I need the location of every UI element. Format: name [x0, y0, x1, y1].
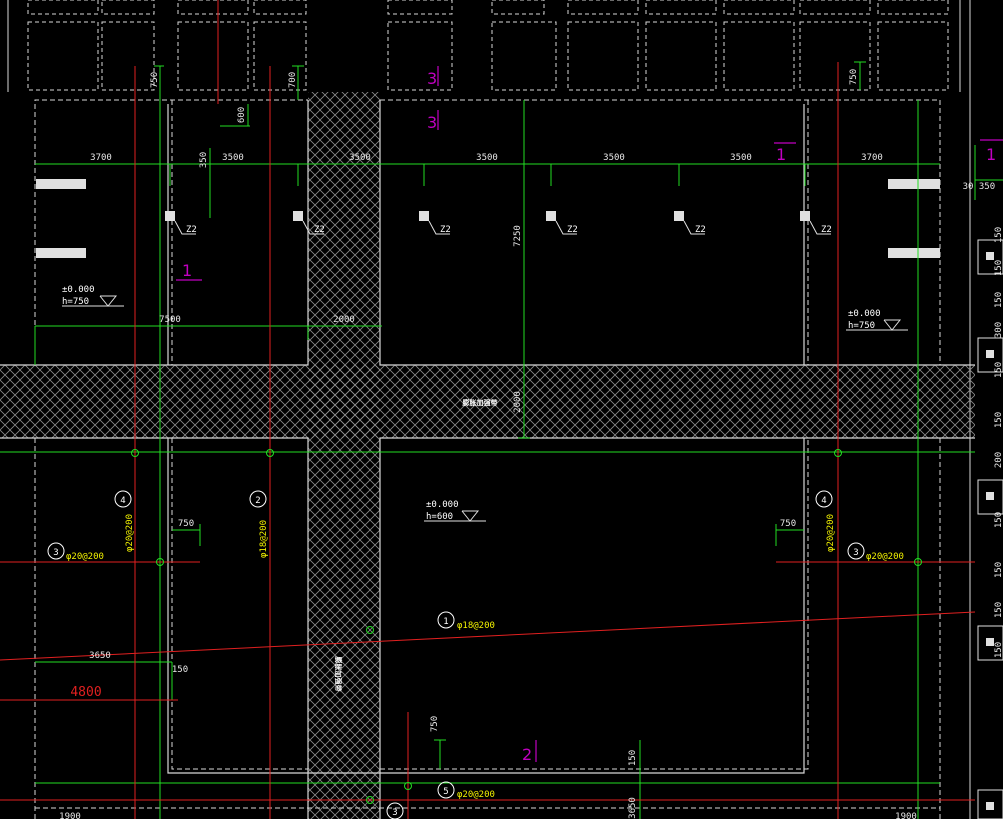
right-edge-markers	[977, 239, 1003, 819]
rebar-2-spec: φ18@200	[259, 520, 269, 558]
rebar-5-num: 5	[443, 787, 448, 797]
rebar-1-spec: φ18@200	[457, 621, 495, 631]
dim-750-right: 750	[849, 69, 859, 85]
dim-2000-v: 2000	[513, 391, 523, 413]
dim-750-bottom: 750	[430, 716, 440, 732]
column-tag-1: Z2	[314, 225, 325, 235]
horizontal-expansion-strip	[0, 365, 975, 438]
right-edge-dim-6: 200	[994, 452, 1003, 468]
rebar-mark-circles	[47, 490, 865, 819]
elev-right-h: h=750	[848, 321, 875, 331]
dim-top-5: 3500	[730, 153, 752, 163]
elev-center-level: ±0.000	[426, 500, 459, 510]
rebar-3b-num: 3	[392, 808, 397, 818]
section-1-right: 1	[776, 145, 786, 164]
right-edge-dim-4: 150	[994, 362, 1003, 378]
rebar-3l-num: 3	[53, 548, 58, 558]
right-edge-dim-8: 150	[994, 562, 1003, 578]
dim-top-3: 3500	[476, 153, 498, 163]
dim-4800: 4800	[70, 685, 101, 700]
strip-label-horizontal: 膨胀加强带	[462, 398, 498, 407]
right-edge-dim-3: 300	[994, 322, 1003, 338]
top-pile-cap-grid	[27, 0, 949, 91]
raft-outline-dashed	[34, 99, 941, 819]
column-tag-4: Z2	[695, 225, 706, 235]
section-1-far: 1	[986, 145, 996, 164]
elev-left-level: ±0.000	[62, 285, 95, 295]
right-edge-dim-1: 150	[994, 260, 1003, 276]
elev-center-h: h=600	[426, 512, 453, 522]
dim-1900-l: 1900	[59, 812, 81, 819]
rebar-5-spec: φ20@200	[457, 790, 495, 800]
dim-3650: 3650	[89, 651, 111, 661]
section-3a: 3	[427, 69, 437, 88]
rebar-4r-num: 4	[821, 496, 826, 506]
dim-top-0: 3700	[90, 153, 112, 163]
dim-150-bottom: 150	[628, 750, 638, 766]
rebar-4r-spec: φ20@200	[826, 514, 836, 552]
right-edge-dim-5: 150	[994, 412, 1003, 428]
column-tag-5: Z2	[821, 225, 832, 235]
right-edge-dim-10: 150	[994, 642, 1003, 658]
rebar-anchor-dots	[131, 449, 922, 804]
rebar-1-num: 1	[443, 617, 448, 627]
rebar-2-num: 2	[255, 496, 260, 506]
dim-right-30: 30	[963, 182, 974, 192]
rebar-4l-spec: φ20@200	[125, 514, 135, 552]
rebar-lines	[0, 0, 976, 819]
dim-top-2: 3500	[349, 153, 371, 163]
dimension-lines	[0, 61, 1003, 819]
right-edge-marker-fills	[986, 252, 994, 810]
section-3b: 3	[427, 113, 437, 132]
dim-7250: 7250	[513, 225, 523, 247]
rebar-3r-spec: φ20@200	[866, 552, 904, 562]
elev-right-level: ±0.000	[848, 309, 881, 319]
dim-750-left: 750	[150, 72, 160, 88]
dim-750-l: 750	[178, 519, 194, 529]
section-1-left: 1	[182, 261, 192, 280]
rebar-3l-spec: φ20@200	[66, 552, 104, 562]
dim-3650-bottom: 3650	[628, 797, 638, 819]
section-2: 2	[522, 745, 532, 764]
section-mark-lines	[176, 66, 1003, 762]
elevation-symbols	[62, 295, 908, 522]
vertical-expansion-strip	[308, 92, 380, 819]
wall-blocks	[36, 179, 940, 258]
columns	[165, 211, 831, 235]
dim-top-6: 3700	[861, 153, 883, 163]
column-tag-2: Z2	[440, 225, 451, 235]
right-edge-dim-2: 150	[994, 292, 1003, 308]
dim-top-1: 3500	[222, 153, 244, 163]
dim-700: 700	[288, 72, 298, 88]
right-edge-dim-9: 150	[994, 602, 1003, 618]
rebar-4l-num: 4	[120, 496, 125, 506]
rebar-3r-num: 3	[853, 548, 858, 558]
column-tag-0: Z2	[186, 225, 197, 235]
dim-right-350: 350	[979, 182, 995, 192]
column-tag-3: Z2	[567, 225, 578, 235]
dim-350: 350	[199, 152, 209, 168]
dim-2000-h: 2000	[333, 315, 355, 325]
dim-1900-r: 1900	[895, 812, 917, 819]
elev-left-h: h=750	[62, 297, 89, 307]
dim-600: 600	[237, 107, 247, 123]
dim-7500: 7500	[159, 315, 181, 325]
dim-top-4: 3500	[603, 153, 625, 163]
right-edge-dim-7: 150	[994, 512, 1003, 528]
strip-label-vertical: 膨胀加强带	[334, 656, 343, 692]
right-edge-dim-0: 150	[994, 227, 1003, 243]
dim-750-r: 750	[780, 519, 796, 529]
wall-outline	[0, 100, 975, 819]
dim-150-left: 150	[172, 665, 188, 675]
